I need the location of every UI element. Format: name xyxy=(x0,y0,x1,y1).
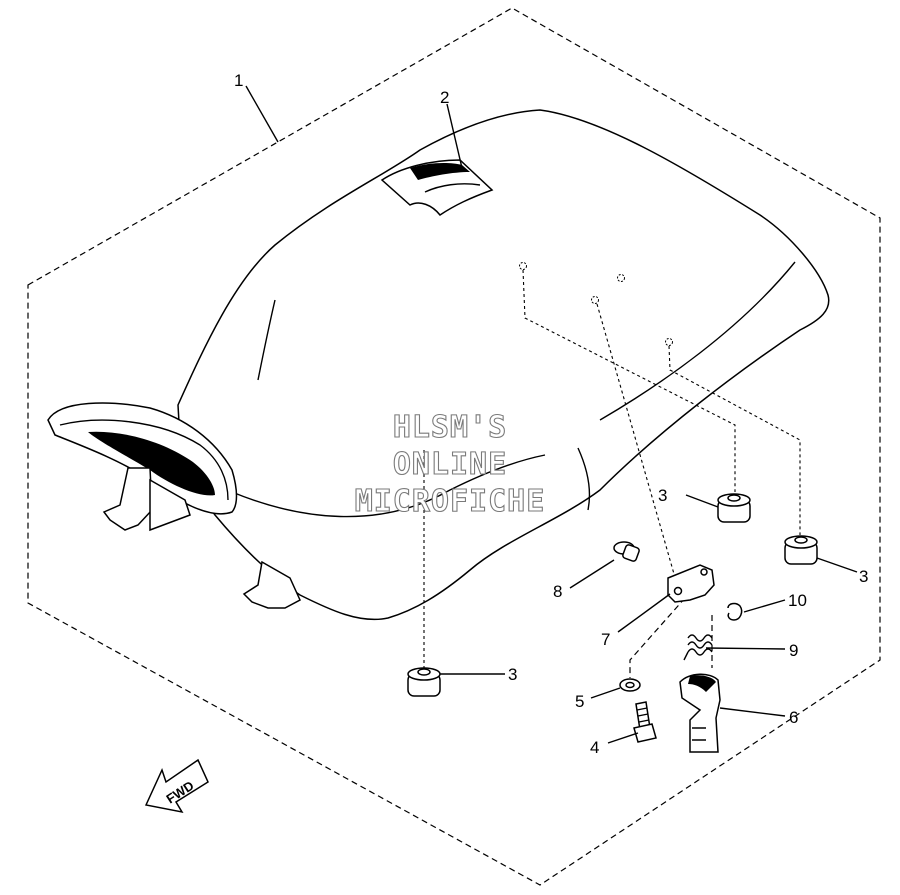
seat-rear-bracket-hook xyxy=(149,478,191,532)
seat-seam-mid xyxy=(231,454,546,518)
clip-part xyxy=(727,602,743,621)
bolt-part xyxy=(633,701,657,743)
seat-rear-bracket xyxy=(102,467,153,531)
leader-lines xyxy=(245,85,858,744)
seat-band-shade xyxy=(424,183,481,193)
watermark-line-3: MICROFICHE xyxy=(355,484,546,519)
seat-seam-upper xyxy=(599,261,796,421)
callout-5: 5 xyxy=(575,692,584,711)
hole-c xyxy=(591,296,599,304)
hole-b xyxy=(617,274,625,282)
hole-d xyxy=(665,338,673,346)
damper-left xyxy=(407,667,441,697)
seat-front-bracket xyxy=(242,560,301,609)
callout-8: 8 xyxy=(553,582,562,601)
seat-band-dark xyxy=(410,163,470,180)
watermark: HLSM'S ONLINE MICROFICHE xyxy=(354,409,546,519)
seat-side-curve xyxy=(257,299,276,381)
callout-3-left: 3 xyxy=(508,665,517,684)
callout-9: 9 xyxy=(789,641,798,660)
hole-a xyxy=(519,262,527,270)
seat-assembly xyxy=(47,109,830,621)
damper-right-lower xyxy=(784,535,818,565)
line-grommet-right-2 xyxy=(668,345,801,535)
pin-part xyxy=(613,541,640,562)
fwd-arrow: FWD xyxy=(144,758,209,814)
callout-1: 1 xyxy=(234,71,243,90)
seat-body xyxy=(177,109,830,621)
assembly-lines xyxy=(423,269,801,678)
line-bolt xyxy=(629,597,686,678)
line-grommet-right-1 xyxy=(522,269,736,492)
line-hook xyxy=(596,303,679,589)
seat-side-curve-2 xyxy=(577,447,591,511)
assembly-boundary xyxy=(27,7,881,886)
callouts: 1 2 3 3 3 4 5 6 7 8 9 10 xyxy=(234,71,868,757)
washer-part xyxy=(619,678,641,692)
callout-10: 10 xyxy=(788,591,807,610)
callout-2: 2 xyxy=(440,88,449,107)
seat-lock-part xyxy=(679,673,721,753)
damper-right-upper xyxy=(717,493,751,523)
callout-4: 4 xyxy=(590,738,599,757)
watermark-line-2: ONLINE xyxy=(393,447,507,482)
seat-tail-inner xyxy=(88,431,215,496)
seat-tail-rim xyxy=(59,419,229,501)
callout-3-upper: 3 xyxy=(658,486,667,505)
callout-6: 6 xyxy=(789,708,798,727)
hook-plate-part xyxy=(667,564,715,603)
watermark-line-1: HLSM'S xyxy=(393,410,507,445)
callout-3-right: 3 xyxy=(859,567,868,586)
callout-7: 7 xyxy=(601,630,610,649)
spring-part xyxy=(683,634,713,661)
seat-holes xyxy=(519,262,673,346)
